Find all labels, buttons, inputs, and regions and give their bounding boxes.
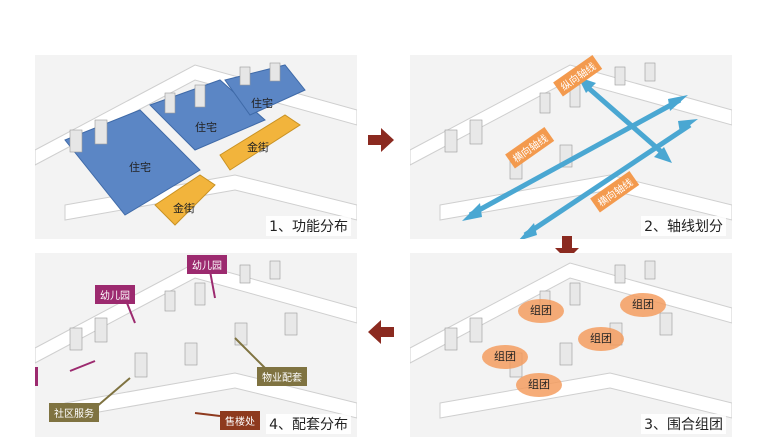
community-service-tag: 社区服务: [49, 403, 99, 422]
group-oval: 组团: [518, 299, 564, 323]
site-plan-image: [410, 253, 732, 437]
panel-caption: 3、围合组团: [641, 414, 726, 434]
panel-axis-division: 纵向轴线 横向轴线 横向轴线 2、轴线划分: [410, 55, 732, 239]
panel-caption: 4、配套分布: [266, 414, 351, 434]
residential-label: 住宅: [251, 97, 273, 110]
kindergarten-tag: 幼儿园: [187, 255, 227, 274]
group-oval: 组团: [516, 373, 562, 397]
residential-label: 住宅: [129, 161, 151, 174]
commercial-street-label: 金街: [173, 202, 195, 215]
arrow-left-icon: [368, 320, 394, 344]
group-oval: 组团: [578, 327, 624, 351]
panel-caption: 1、功能分布: [266, 216, 351, 236]
sales-office-tag: 售楼处: [220, 411, 260, 430]
panel-facility-distribution: 幼儿园 幼儿园 医院 物业配套 社区服务 售楼处 4、配套分布: [35, 253, 357, 437]
residential-label: 住宅: [195, 121, 217, 134]
panel-function-distribution: 住宅 住宅 住宅 金街 金街 1、功能分布: [35, 55, 357, 239]
panel-enclosed-groups: 组团 组团 组团 组团 组团 组团 3、围合组团: [410, 253, 732, 437]
site-plan-image: [35, 55, 357, 239]
group-oval: 组团: [482, 345, 528, 369]
group-oval: 组团: [620, 293, 666, 317]
hospital-tag: 医院: [35, 367, 38, 386]
arrow-right-icon: [368, 128, 394, 152]
commercial-street-label: 金街: [247, 141, 269, 154]
kindergarten-tag: 幼儿园: [95, 285, 135, 304]
property-service-tag: 物业配套: [257, 367, 307, 386]
panel-caption: 2、轴线划分: [641, 216, 726, 236]
